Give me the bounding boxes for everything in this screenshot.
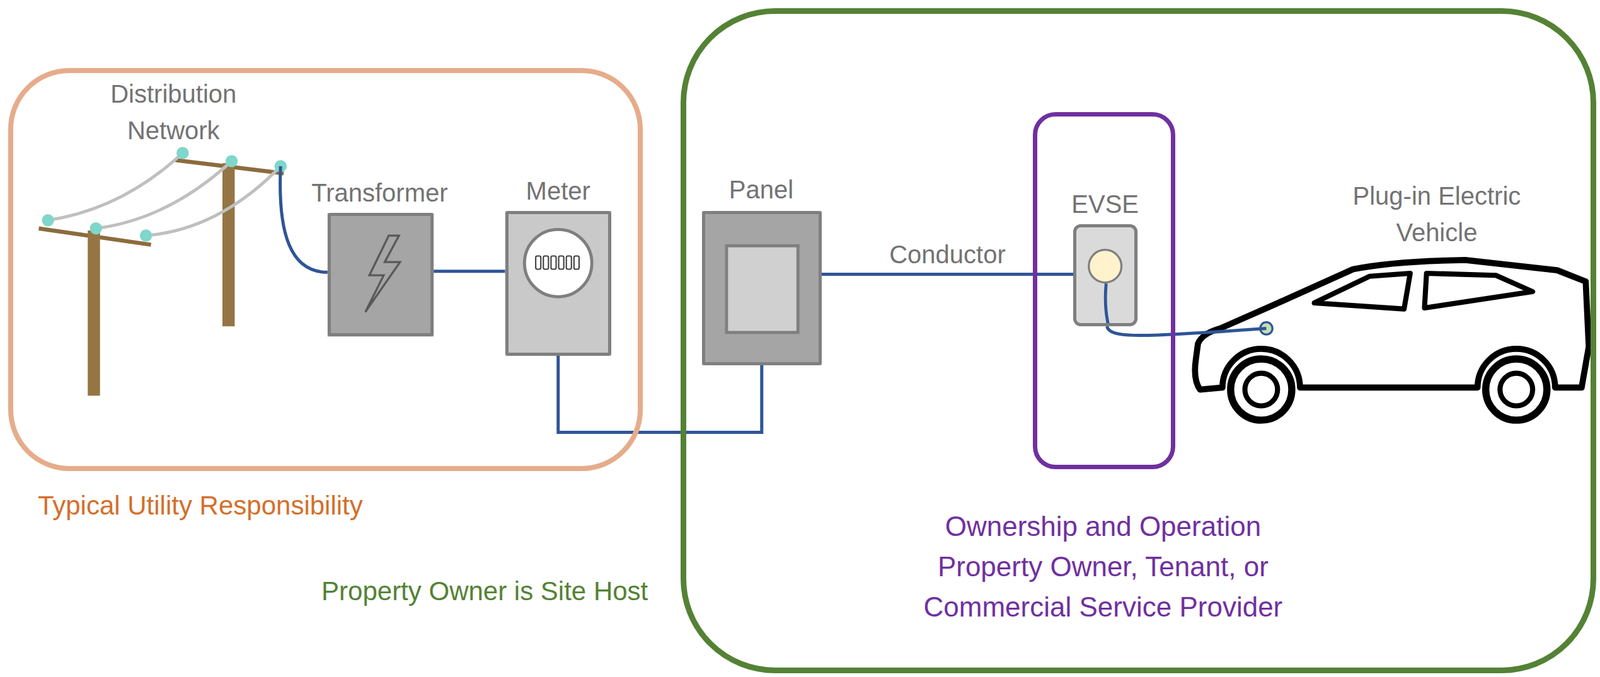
node-label: Plug-in Electric Vehicle [1329, 177, 1544, 251]
utility-poles [39, 146, 287, 396]
node-label: Panel [729, 174, 794, 205]
power-wire [433, 269, 505, 273]
utility-region: Distribution NetworkTransformerMeterTypi… [8, 68, 643, 472]
node-label: EVSE [1071, 189, 1139, 220]
wire-label: Conductor [885, 239, 1010, 270]
meter-symbol [505, 211, 612, 357]
distribution-poles: Distribution Network [39, 144, 282, 399]
evse-symbol [1073, 224, 1138, 327]
transformer-symbol [327, 212, 434, 337]
node-label: Meter [526, 175, 591, 207]
electric-vehicle: Plug-in Electric Vehicle [1191, 257, 1594, 429]
evse-box: EVSE [1073, 224, 1138, 327]
site-host-region: PanelEVSEOwnership and Operation Propert… [680, 8, 1596, 674]
evse-ownership-box: EVSEOwnership and Operation Property Own… [1032, 112, 1176, 470]
node-label: Property Owner is Site Host [321, 575, 648, 608]
panel-symbol [702, 211, 822, 366]
meter-box: Meter [505, 211, 612, 357]
car-drawing [1194, 260, 1589, 421]
power-wire [558, 356, 762, 433]
node-label: Distribution Network [86, 75, 261, 149]
power-wire [1106, 326, 1267, 336]
node-label: Typical Utility Responsibility [37, 490, 363, 522]
panel-box: Panel [702, 211, 822, 366]
node-label: Transformer [311, 177, 448, 208]
transformer-box: Transformer [327, 212, 434, 337]
node-label: Ownership and Operation Property Owner, … [910, 506, 1295, 628]
